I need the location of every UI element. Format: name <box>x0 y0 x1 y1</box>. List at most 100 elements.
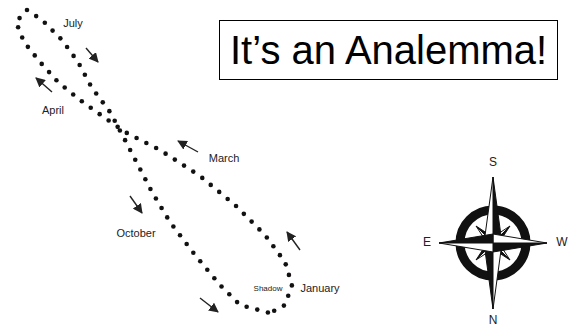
sun-dot <box>290 283 295 288</box>
month-label: October <box>116 227 155 239</box>
sun-dot <box>71 54 76 59</box>
sun-dot <box>173 157 178 162</box>
sun-dot <box>106 118 111 123</box>
sun-dot <box>25 8 30 13</box>
sun-dot <box>154 196 159 201</box>
sun-dot <box>242 212 247 217</box>
sun-dot <box>88 105 93 110</box>
compass-point <box>493 177 502 243</box>
sun-dot <box>212 276 217 281</box>
compass-point <box>439 243 493 252</box>
sun-dot <box>58 36 63 41</box>
compass-rose <box>439 177 547 309</box>
sun-dot <box>200 176 205 181</box>
sun-dot <box>159 206 164 211</box>
sun-dot <box>282 303 287 308</box>
sun-dot <box>217 190 222 195</box>
compass-point <box>493 243 547 252</box>
sun-dot <box>182 163 187 168</box>
direction-arrow <box>287 232 300 250</box>
compass-point <box>493 243 502 309</box>
sun-dot <box>34 14 39 19</box>
month-label: January <box>300 282 339 294</box>
sun-dot <box>287 273 292 278</box>
sun-dot <box>257 227 262 232</box>
direction-arrow <box>200 298 218 312</box>
sun-dot <box>219 284 224 289</box>
sun-dot <box>112 118 117 123</box>
sun-dot <box>244 304 249 309</box>
sun-dot <box>227 292 232 297</box>
sun-dot <box>32 53 37 58</box>
sun-dot <box>191 250 196 255</box>
sun-dot <box>154 146 159 151</box>
sun-dot <box>265 235 270 240</box>
sun-dot <box>225 197 230 202</box>
sun-dot <box>26 45 31 50</box>
sun-dot <box>54 78 59 83</box>
compass-point <box>484 177 493 243</box>
sun-dot <box>208 183 213 188</box>
sun-dot <box>178 233 183 238</box>
sun-dot <box>62 85 67 90</box>
sun-dot <box>16 25 21 30</box>
sun-dot <box>143 177 148 182</box>
sun-dot <box>148 187 153 192</box>
sun-dot <box>128 148 133 153</box>
sun-dot <box>184 242 189 247</box>
direction-arrow <box>178 141 198 152</box>
sun-dot <box>123 138 128 143</box>
compass-point <box>439 234 493 243</box>
title-text: It’s an Analemma! <box>230 27 547 73</box>
sun-dot <box>118 128 123 133</box>
sun-dot <box>205 267 210 272</box>
sun-dot <box>163 151 168 156</box>
sun-dot <box>234 204 239 209</box>
compass-point <box>484 243 493 309</box>
sun-dot <box>283 262 288 267</box>
sun-dot <box>198 259 203 264</box>
sun-dot <box>88 82 93 87</box>
sun-dot <box>50 28 55 33</box>
sun-dot <box>144 141 149 146</box>
sun-dot <box>47 70 52 75</box>
compass-letter: E <box>423 236 431 249</box>
compass-point <box>493 234 547 243</box>
sun-dot <box>97 112 102 117</box>
sun-dot <box>286 293 291 298</box>
compass-letter: N <box>489 314 498 327</box>
sun-dot <box>138 167 143 172</box>
title-box: It’s an Analemma! <box>219 20 558 80</box>
sun-dot <box>249 219 254 224</box>
sun-dot <box>272 308 277 313</box>
sun-dot <box>255 307 260 312</box>
sun-dot <box>43 21 48 26</box>
sun-dot <box>94 91 99 96</box>
sun-dot <box>278 253 283 258</box>
sun-dot <box>83 72 88 77</box>
sun-dot <box>165 215 170 220</box>
sun-dot <box>17 16 22 21</box>
shadow-label: Shadow <box>254 285 283 294</box>
sun-dot <box>124 131 129 136</box>
sun-dot <box>191 169 196 174</box>
sun-dot <box>39 62 44 67</box>
compass-letter: W <box>556 236 567 249</box>
month-label: July <box>63 17 83 29</box>
sun-dot <box>71 92 76 97</box>
direction-arrows <box>36 48 300 312</box>
direction-arrow <box>86 48 98 62</box>
sun-dot <box>20 35 25 40</box>
direction-arrow <box>130 196 142 213</box>
compass-letter: S <box>489 156 497 169</box>
direction-arrow <box>36 78 52 92</box>
sun-dot <box>171 224 176 229</box>
sun-dot <box>133 157 138 162</box>
month-label: April <box>42 104 64 116</box>
sun-dot <box>235 300 240 305</box>
sun-dot <box>134 136 139 141</box>
sun-dot <box>271 244 276 249</box>
sun-dot <box>266 310 271 315</box>
sun-dot <box>65 45 70 50</box>
